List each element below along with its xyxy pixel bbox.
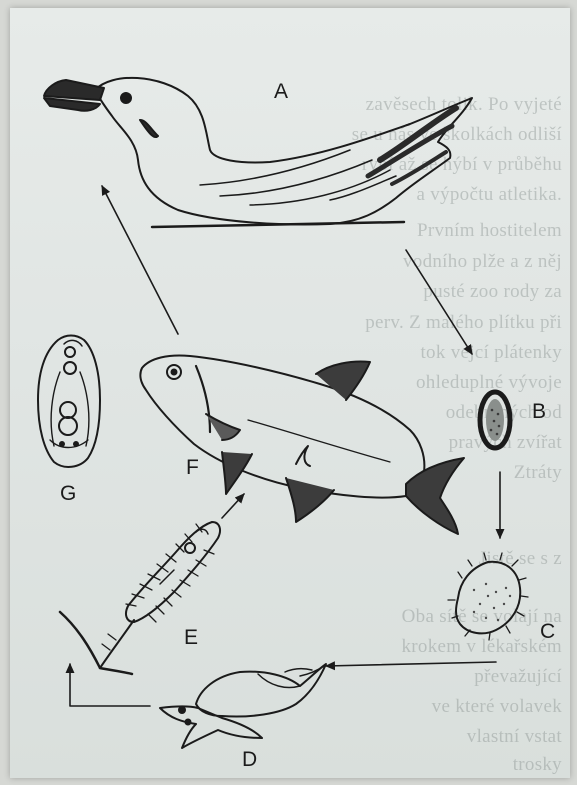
cercaria-icon (60, 522, 220, 674)
cycle-arrows (70, 186, 500, 706)
snail-icon (160, 664, 326, 748)
egg-icon (480, 392, 510, 448)
arrow-f-to-a (102, 186, 178, 334)
arrow-c-to-d (326, 662, 496, 666)
metacercaria-icon (38, 336, 100, 467)
gull-icon (44, 78, 472, 227)
label-a: A (274, 80, 288, 104)
arrow-a-to-b (406, 250, 472, 354)
label-e: E (184, 626, 198, 650)
label-b: B (532, 400, 546, 424)
fish-icon (140, 356, 464, 535)
ciliated-larva-icon (448, 553, 528, 640)
label-d: D (242, 748, 257, 772)
label-c: C (540, 620, 555, 644)
label-g: G (60, 482, 76, 506)
arrow-e-to-f (222, 494, 244, 518)
label-f: F (186, 456, 199, 480)
